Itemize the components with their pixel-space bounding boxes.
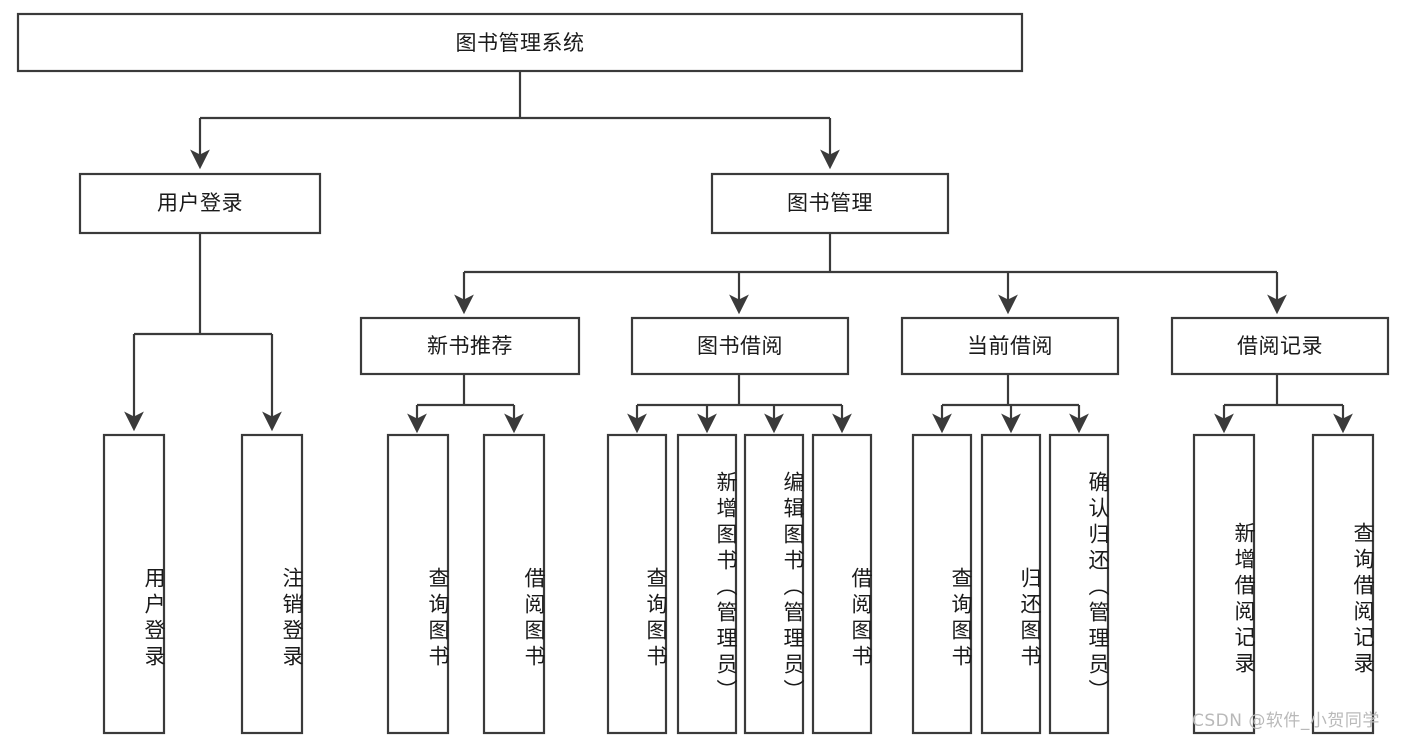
node-box-leaf-add-book-admin[interactable] [676,433,738,735]
node-box-leaf-add-borrow-record[interactable] [1192,433,1256,735]
node-box-new-book-rec[interactable] [359,316,581,376]
node-box-current-borrow[interactable] [900,316,1120,376]
node-box-leaf-query-book-1[interactable] [386,433,450,735]
node-box-leaf-user-logout[interactable] [240,433,304,735]
node-label-book-manage: 图书管理 [787,191,873,215]
node-box-leaf-return-book[interactable] [980,433,1042,735]
node-box-leaf-borrow-book-1[interactable] [482,433,546,735]
node-label-root: 图书管理系统 [456,31,585,55]
node-label-current-borrow: 当前借阅 [967,334,1053,358]
node-box-borrow-record[interactable] [1170,316,1390,376]
node-box-leaf-query-book-3[interactable] [911,433,973,735]
csdn-watermark: CSDN @软件_小贺同学 [1192,711,1380,731]
node-box-user-login[interactable] [78,172,322,235]
node-box-leaf-confirm-return-admin[interactable] [1048,433,1110,735]
node-box-leaf-edit-book-admin[interactable] [743,433,805,735]
node-label-book-borrow: 图书借阅 [697,334,783,358]
node-box-leaf-query-borrow-record[interactable] [1311,433,1375,735]
node-label-new-book-rec: 新书推荐 [427,334,513,358]
node-box-leaf-query-book-2[interactable] [606,433,668,735]
node-label-borrow-record: 借阅记录 [1237,334,1323,358]
node-box-leaf-borrow-book-2[interactable] [811,433,873,735]
node-label-user-login: 用户登录 [157,191,243,215]
node-box-leaf-user-login[interactable] [102,433,166,735]
node-box-root[interactable] [16,12,1024,73]
